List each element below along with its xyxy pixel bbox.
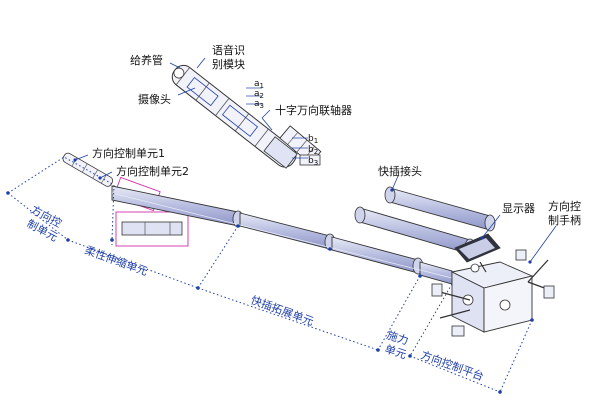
point-a3: a3: [254, 99, 264, 110]
label-voice-module-line2: 别模块: [212, 58, 245, 71]
leader-lines: [74, 154, 557, 263]
label-quick-connector: 快插接头: [378, 164, 422, 178]
label-feed-tube: 给养管: [130, 53, 163, 67]
point-a2: a2: [254, 89, 264, 100]
point-labels: a1 a2 a3 b1 b2 b3: [254, 79, 318, 167]
leader-dots: [73, 158, 532, 264]
control-platform: [431, 233, 555, 337]
unit-force-line1: 施力: [385, 328, 410, 347]
label-dir-handle-line2: 制手柄: [548, 213, 581, 227]
unit-flex-telescopic: 柔性伸缩单元: [83, 243, 150, 279]
point-a1: a1: [254, 79, 264, 90]
label-voice-module-line1: 语音识: [212, 43, 245, 57]
boundary-dots: [6, 191, 534, 394]
point-b2: b2: [308, 145, 318, 156]
point-b3: b3: [308, 156, 318, 167]
label-dir-handle-line1: 方向控: [548, 199, 581, 213]
label-display: 显示器: [502, 202, 535, 215]
label-camera: 摄像头: [138, 92, 171, 106]
point-b1: b1: [308, 134, 318, 145]
label-dir-ctrl-1: 方向控制单元1: [92, 146, 165, 160]
head-closeup: [169, 57, 322, 169]
label-dir-ctrl-2: 方向控制单元2: [116, 164, 189, 178]
unit-quick-extension: 快插拓展单元: [249, 293, 316, 329]
unit-control-platform: 方向控制平台: [419, 348, 486, 384]
spare-tubes: [354, 186, 496, 256]
label-cross-joint: 十字万向联轴器: [275, 103, 352, 117]
main-tube: [111, 185, 453, 285]
unit-boundaries: [7, 156, 533, 393]
unit-force-line2: 单元: [383, 342, 408, 361]
